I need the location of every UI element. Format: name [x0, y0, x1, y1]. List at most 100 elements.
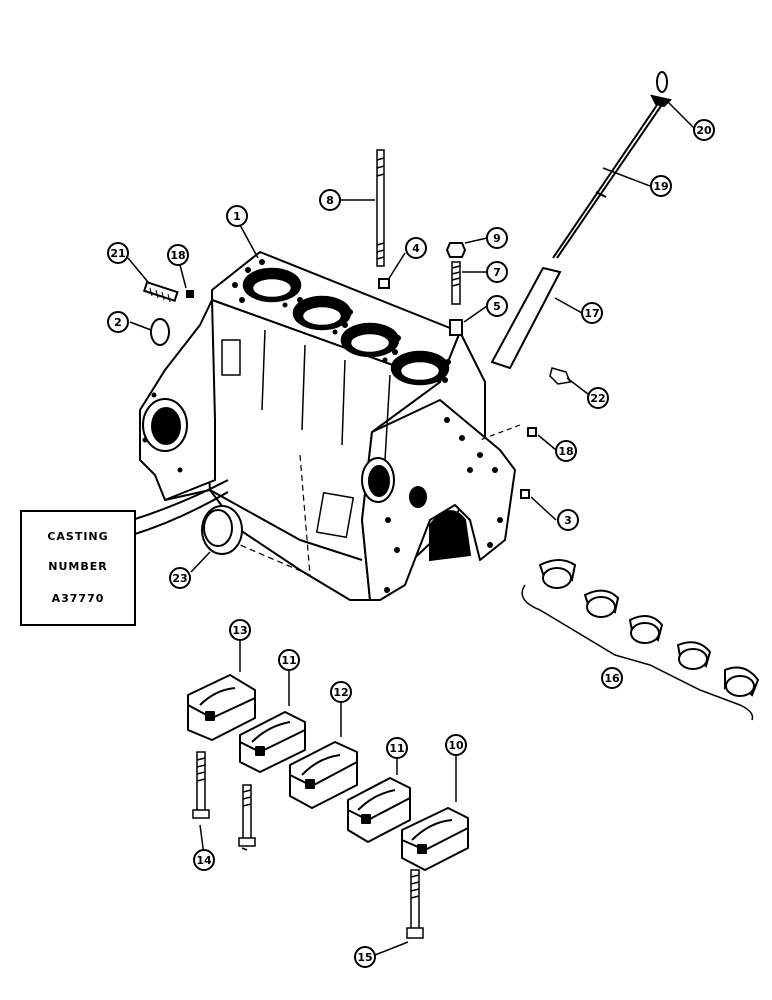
callout-circle — [693, 119, 715, 141]
callout-number: 19 — [653, 180, 668, 193]
callout-circle — [319, 189, 341, 211]
dipstick-tube-17 — [490, 266, 562, 370]
pipe-plug-18b — [527, 427, 537, 437]
callout-c12: 12 — [330, 681, 352, 703]
callout-number: 11 — [281, 654, 296, 667]
stud-7 — [451, 261, 461, 305]
callout-circle — [278, 649, 300, 671]
callout-number: 21 — [110, 247, 125, 260]
callout-number: 10 — [448, 739, 464, 752]
casting-number-box: CASTING NUMBER A37770 — [20, 510, 136, 626]
callout-c9: 9 — [486, 227, 508, 249]
callout-number: 8 — [326, 194, 334, 207]
callout-circle — [229, 619, 251, 641]
casting-leader — [131, 479, 229, 536]
bushing-4 — [378, 278, 390, 289]
callout-c13: 13 — [229, 619, 251, 641]
callout-c11b: 11 — [386, 737, 408, 759]
callout-c11a: 11 — [278, 649, 300, 671]
callout-number: 5 — [493, 300, 501, 313]
callout-number: 22 — [590, 392, 605, 405]
callout-c19: 19 — [650, 175, 672, 197]
callout-circle — [330, 681, 352, 703]
callout-number: 9 — [493, 232, 501, 245]
callout-number: 3 — [564, 514, 572, 527]
callout-number: 4 — [412, 242, 420, 255]
casting-label-line-2: NUMBER — [48, 560, 108, 573]
callout-number: 7 — [493, 266, 501, 279]
callout-circle — [486, 295, 508, 317]
callout-number: 15 — [357, 951, 372, 964]
callout-circle — [386, 737, 408, 759]
casting-label-line-3: A37770 — [51, 592, 105, 605]
callout-circle — [167, 244, 189, 266]
callout-circle — [226, 205, 248, 227]
end-plate-openings — [142, 398, 472, 562]
pipe-plug-3 — [520, 489, 530, 499]
nut-9 — [445, 242, 467, 258]
callout-number: 23 — [172, 572, 187, 585]
callout-number: 1 — [233, 210, 241, 223]
callout-c8: 8 — [319, 189, 341, 211]
callout-circle — [486, 261, 508, 283]
casting-label-line-1: CASTING — [47, 530, 109, 543]
engine-block — [139, 251, 521, 601]
callout-circle — [557, 509, 579, 531]
callout-circle — [601, 667, 623, 689]
expansion-plug-23 — [201, 505, 243, 555]
callout-c16: 16 — [601, 667, 623, 689]
cap-bolts — [192, 751, 424, 939]
callout-circle — [193, 849, 215, 871]
callout-circle — [405, 237, 427, 259]
leader-lines — [127, 101, 695, 956]
pipe-plug-18a — [186, 290, 194, 298]
bushing-5 — [449, 319, 463, 336]
callout-c20: 20 — [693, 119, 715, 141]
callout-circle — [555, 440, 577, 462]
callout-c18a: 18 — [167, 244, 189, 266]
dipstick-19 — [552, 104, 662, 259]
callout-c21: 21 — [107, 242, 129, 264]
callout-number: 13 — [232, 624, 247, 637]
callout-number: 17 — [584, 307, 599, 320]
bearing-bracket — [521, 584, 754, 721]
callout-c22: 22 — [587, 387, 609, 409]
bearing-caps — [187, 674, 469, 871]
callout-number: 20 — [696, 124, 712, 137]
callout-c18b: 18 — [555, 440, 577, 462]
callout-number: 2 — [114, 316, 122, 329]
stud-8 — [376, 149, 385, 267]
cylinder-bores — [242, 267, 450, 386]
callout-number: 18 — [170, 249, 185, 262]
callout-c2: 2 — [107, 311, 129, 333]
callout-c4: 4 — [405, 237, 427, 259]
callout-circle — [107, 242, 129, 264]
dipstick-handle-20 — [650, 71, 672, 108]
flange-holes — [142, 392, 503, 593]
callout-circle — [354, 946, 376, 968]
callout-c17: 17 — [581, 302, 603, 324]
callout-circle — [581, 302, 603, 324]
callout-number: 14 — [196, 854, 212, 867]
callout-circle — [445, 734, 467, 756]
callout-c10: 10 — [445, 734, 467, 756]
callout-circle — [587, 387, 609, 409]
callout-number: 16 — [604, 672, 620, 685]
callout-circle — [169, 567, 191, 589]
callout-circle — [650, 175, 672, 197]
callout-circle — [486, 227, 508, 249]
callout-number: 18 — [558, 445, 573, 458]
callout-c5: 5 — [486, 295, 508, 317]
callout-number: 11 — [389, 742, 404, 755]
callout-number: 12 — [333, 686, 348, 699]
callout-c14: 14 — [193, 849, 215, 871]
callout-circle — [107, 311, 129, 333]
callout-c1: 1 — [226, 205, 248, 227]
callout-c7: 7 — [486, 261, 508, 283]
deck-holes — [232, 259, 451, 383]
stud-21 — [142, 280, 179, 303]
main-bearings-16 — [538, 559, 760, 697]
callout-c15: 15 — [354, 946, 376, 968]
